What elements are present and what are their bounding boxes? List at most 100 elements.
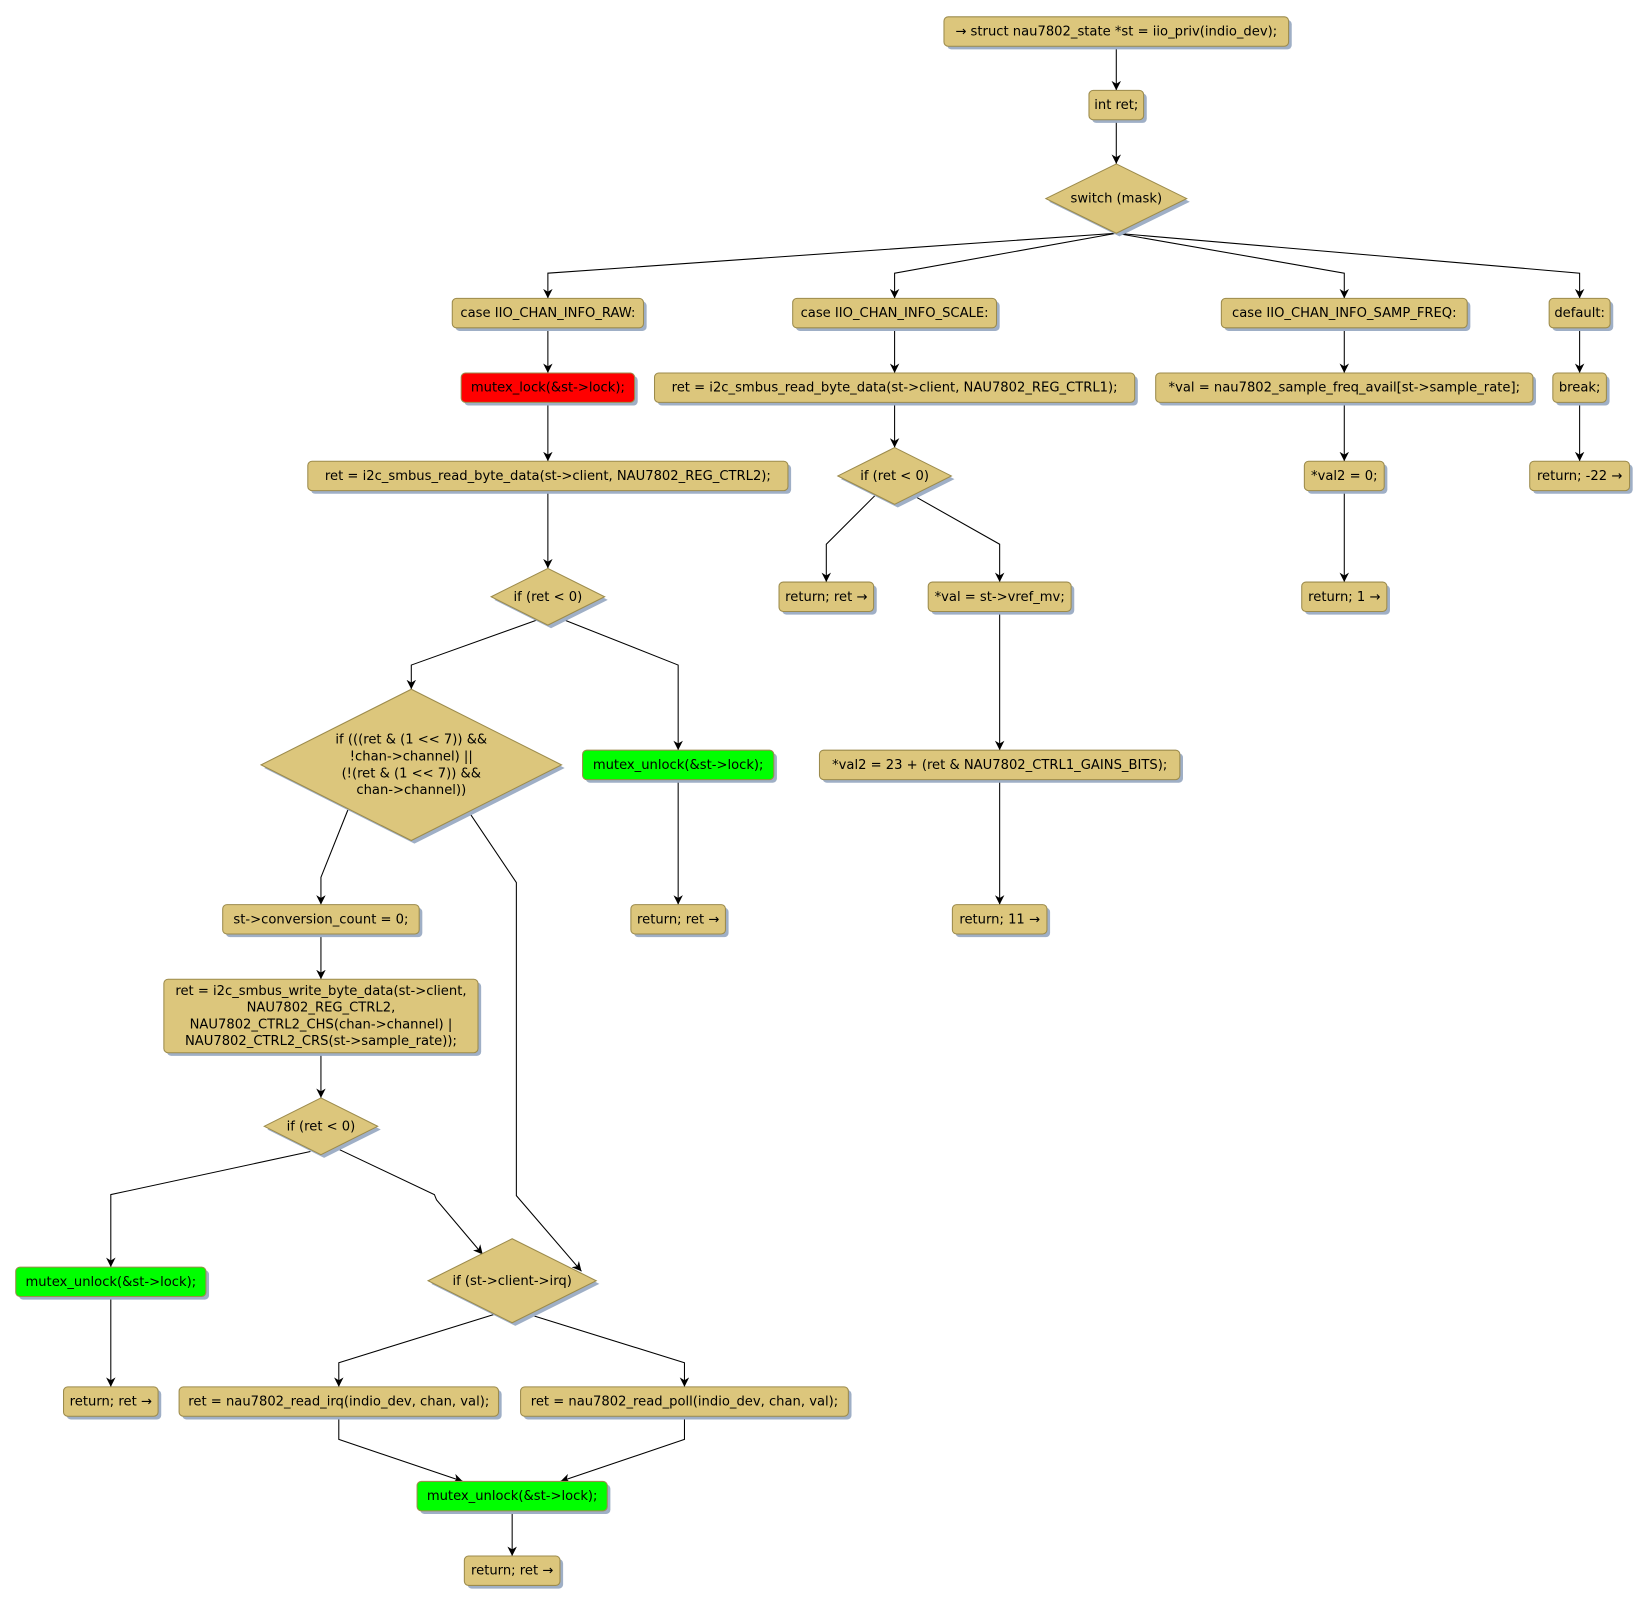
process-box [1548, 297, 1611, 329]
label-line: return; 1 → [1308, 589, 1380, 604]
label-line: NAU7802_REG_CTRL2, [247, 1000, 396, 1015]
process-box [163, 978, 479, 1054]
label-line: if (st->client->irq) [452, 1273, 571, 1288]
decision-diamond [426, 1238, 598, 1324]
node-if-channel: if (((ret & (1 << 7)) && !chan->channel) … [259, 688, 565, 844]
label-line: return; ret → [471, 1563, 553, 1578]
node-read-ctrl2: ret = i2c_smbus_read_byte_data(st->clien… [307, 460, 792, 494]
label-line: !chan->channel) || [350, 749, 473, 764]
process-box [1220, 297, 1468, 329]
label-line: if (ret < 0) [860, 468, 929, 483]
label-line: case IIO_CHAN_INFO_SAMP_FREQ: [1232, 306, 1457, 321]
node-if-ret-scale: if (ret < 0) [836, 446, 955, 508]
node-label: *val = st->vref_mv; [935, 589, 1065, 604]
node-label: ret = i2c_smbus_write_byte_data(st->clie… [175, 983, 466, 1048]
label-line: (!(ret & (1 << 7)) && [342, 766, 481, 781]
label-line: chan->channel)) [356, 783, 466, 798]
label-line: case IIO_CHAN_INFO_RAW: [460, 306, 635, 321]
label-line: if (((ret & (1 << 7)) && [335, 732, 487, 747]
flow-arrow [406, 619, 538, 690]
node-label: if (ret < 0) [860, 468, 929, 483]
node-if-ret-write: if (ret < 0) [263, 1097, 381, 1158]
label-line: ret = i2c_smbus_write_byte_data(st->clie… [175, 983, 466, 998]
label-line: return; -22 → [1537, 468, 1622, 483]
node-if-irq: if (st->client->irq) [426, 1238, 600, 1326]
process-box [818, 749, 1181, 781]
node-switch: switch (mask) [1044, 163, 1190, 237]
flow-arrow [468, 811, 582, 1272]
label-line: ret = nau7802_read_poll(indio_dev, chan,… [531, 1394, 839, 1409]
node-label: *val2 = 23 + (ret & NAU7802_CTRL1_GAINS_… [832, 757, 1167, 772]
node-label: ret = nau7802_read_poll(indio_dev, chan,… [531, 1394, 839, 1409]
label-line: mutex_lock(&st->lock); [471, 380, 625, 395]
node-conv-count: st->conversion_count = 0; [222, 904, 423, 938]
decision-diamond [263, 1097, 379, 1156]
node-if-ret-raw: if (ret < 0) [489, 567, 608, 629]
node-return-ret-scale: return; ret → [778, 581, 877, 615]
flow-arrow [106, 1151, 311, 1268]
process-box [951, 904, 1048, 935]
label-line: ret = i2c_smbus_read_byte_data(st->clien… [672, 380, 1118, 395]
node-case-samp: case IIO_CHAN_INFO_SAMP_FREQ: [1220, 297, 1471, 331]
node-read-poll: ret = nau7802_read_poll(indio_dev, chan,… [520, 1386, 852, 1420]
node-return-ret-3: return; ret → [463, 1555, 564, 1589]
label-line: mutex_unlock(&st->lock); [427, 1489, 598, 1504]
node-label: if (st->client->irq) [452, 1273, 571, 1288]
node-label: ret = i2c_smbus_read_byte_data(st->clien… [672, 380, 1118, 395]
process-box [178, 1386, 500, 1417]
node-val-samp: *val = nau7802_sample_freq_avail[st->sam… [1155, 372, 1537, 406]
label-line: if (ret < 0) [514, 589, 583, 604]
node-label: → struct nau7802_state *st = iio_priv(in… [955, 24, 1277, 39]
node-label: mutex_lock(&st->lock); [471, 380, 625, 395]
process-box [463, 1555, 561, 1586]
process-box [451, 297, 645, 329]
node-label: case IIO_CHAN_INFO_SCALE: [801, 306, 989, 321]
node-label: default: [1554, 306, 1605, 321]
node-entry: → struct nau7802_state *st = iio_priv(in… [943, 16, 1292, 50]
process-box [1301, 581, 1388, 613]
process-box [1088, 89, 1145, 121]
process-box [1529, 460, 1631, 492]
process-box [307, 460, 789, 492]
node-label: return; ret → [785, 589, 867, 604]
flow-arrow [821, 493, 878, 583]
decision-diamond [259, 688, 563, 842]
flow-arrow [889, 232, 1117, 299]
label-line: return; ret → [785, 589, 867, 604]
decision-diamond [836, 446, 953, 505]
node-label: mutex_unlock(&st->lock); [25, 1274, 196, 1289]
label-line: mutex_unlock(&st->lock); [593, 757, 764, 772]
node-label: return; ret → [637, 912, 719, 927]
process-box [15, 1266, 207, 1298]
node-label: mutex_unlock(&st->lock); [427, 1489, 598, 1504]
node-label: st->conversion_count = 0; [233, 912, 408, 927]
label-line: ret = nau7802_read_irq(indio_dev, chan, … [188, 1394, 489, 1409]
label-line: int ret; [1094, 98, 1138, 113]
node-label: mutex_unlock(&st->lock); [593, 757, 764, 772]
flow-arrow [316, 808, 349, 905]
label-line: break; [1559, 380, 1601, 395]
process-box [1303, 460, 1385, 492]
process-box [653, 372, 1136, 403]
process-box [416, 1480, 608, 1512]
process-box [520, 1386, 849, 1417]
process-box [460, 372, 636, 403]
node-break: break; [1552, 372, 1610, 406]
node-read-ctrl1: ret = i2c_smbus_read_byte_data(st->clien… [653, 372, 1138, 406]
node-label: return; ret → [70, 1394, 152, 1409]
node-label: return; ret → [471, 1563, 553, 1578]
label-line: st->conversion_count = 0; [233, 912, 408, 927]
node-return-1: return; 1 → [1301, 581, 1390, 615]
node-case-scale: case IIO_CHAN_INFO_SCALE: [792, 297, 1000, 331]
process-box [1155, 372, 1534, 403]
label-line: if (ret < 0) [287, 1119, 356, 1134]
node-label: if (ret < 0) [287, 1119, 356, 1134]
flow-arrow [1116, 232, 1585, 299]
label-line: *val2 = 23 + (ret & NAU7802_CTRL1_GAINS_… [832, 757, 1167, 772]
flow-arrow [334, 1313, 495, 1387]
node-label: *val = nau7802_sample_freq_avail[st->sam… [1169, 380, 1520, 395]
node-label: case IIO_CHAN_INFO_RAW: [460, 306, 635, 321]
process-box [582, 749, 775, 781]
